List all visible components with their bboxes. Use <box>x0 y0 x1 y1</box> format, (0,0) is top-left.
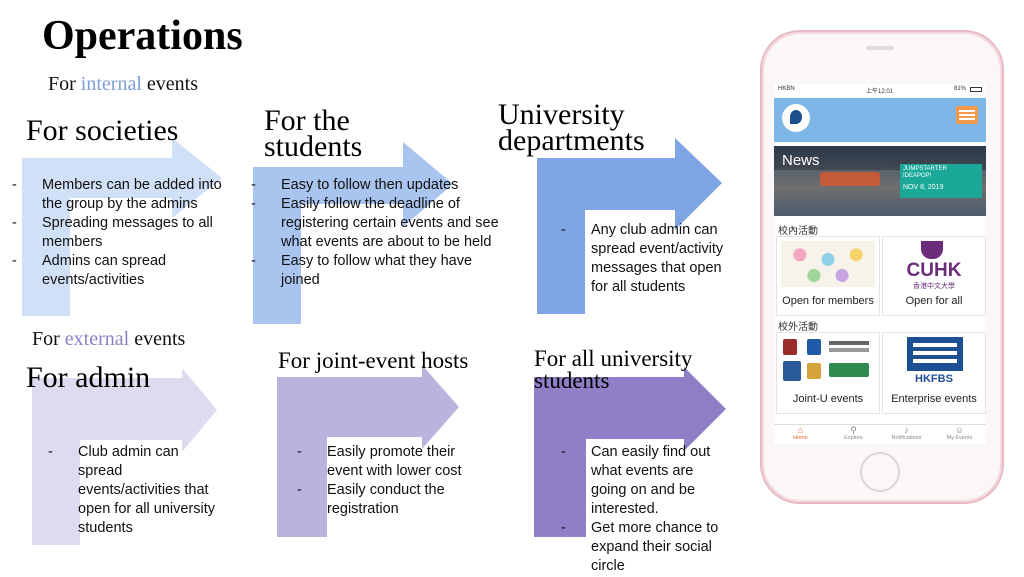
university-crest-icon <box>807 339 821 355</box>
external-suffix: events <box>129 328 186 350</box>
internal-suffix: events <box>141 73 198 95</box>
news-sign <box>820 172 880 186</box>
university-name-mark <box>829 341 869 345</box>
app-logo[interactable] <box>782 104 810 132</box>
internal-prefix: For <box>48 73 81 95</box>
internal-highlight: internal <box>80 73 142 95</box>
heading-students: For the students <box>264 104 363 163</box>
hkfbs-logo-text: HKFBS <box>915 373 953 385</box>
heading-departments: University departments <box>498 98 645 157</box>
promo-line2: IDEAPOP! <box>903 173 932 179</box>
bell-icon: ♪ <box>904 425 909 435</box>
bullets-societies: -Members can be added into the group by … <box>12 176 242 290</box>
news-label: News <box>782 152 820 169</box>
bottom-tab-bar: ⌂ Home ⚲ Explore ♪ Notifications ☺ My Ev… <box>774 424 986 444</box>
hamburger-menu-icon[interactable] <box>956 106 978 124</box>
phone-home-button[interactable] <box>860 452 900 492</box>
cuhk-chinese-text: 香港中文大學 <box>913 283 955 290</box>
logo-mark-icon <box>790 110 802 124</box>
external-events-label: For external events <box>32 328 185 351</box>
bullet-item: -Easy to follow then updates <box>251 177 459 193</box>
page-title: Operations <box>42 13 243 59</box>
heading-admin: For admin <box>26 361 151 394</box>
bullet-item: -Easy to follow what they have joined <box>251 253 473 288</box>
internal-events-label: For internal events <box>48 73 198 96</box>
tab-my-events[interactable]: ☺ My Events <box>933 425 986 442</box>
promo-line1: JUMPSTARTER <box>903 166 947 172</box>
home-icon: ⌂ <box>797 425 804 435</box>
bullet-item: -Get more chance to expand their social … <box>561 520 719 574</box>
tile-enterprise-events[interactable]: HKFBS Enterprise events <box>882 332 986 414</box>
tile-open-for-all[interactable]: CUHK 香港中文大學 Open for all <box>882 236 986 316</box>
bullet-item: -Easily promote their event with lower c… <box>297 444 462 479</box>
tab-explore-label: Explore <box>844 435 863 441</box>
bent-arrow-admin <box>32 368 217 545</box>
bent-arrow-departments <box>537 138 722 314</box>
bullet-item: -Any club admin can spread event/activit… <box>561 222 724 295</box>
external-prefix: For <box>32 328 65 350</box>
tile-open-for-members[interactable]: Open for members <box>776 236 880 316</box>
bullet-item: -Easily conduct the registration <box>297 482 445 517</box>
heading-university-students: For all university students <box>534 346 693 393</box>
bullet-item: -Members can be added into the group by … <box>12 177 222 212</box>
phone-screen: HKBN 上午12:01 81% News JUMPSTARTER IDEAPO… <box>774 84 986 444</box>
battery-label: 81% <box>954 86 967 92</box>
heading-societies: For societies <box>26 114 179 147</box>
bullets-university-students: -Can easily find out what events are goi… <box>561 443 731 576</box>
cuhk-logo-text: CUHK <box>906 260 962 281</box>
bent-arrow-joint-hosts <box>277 365 459 537</box>
external-highlight: external <box>64 328 130 350</box>
status-bar: HKBN 上午12:01 81% <box>774 84 986 96</box>
university-crest-icon <box>783 361 801 381</box>
hkfbs-logo-icon <box>907 337 963 371</box>
bent-arrow-societies <box>22 138 222 316</box>
tile-joint-caption: Joint-U events <box>792 393 864 405</box>
bent-arrow-students <box>253 142 453 324</box>
tab-home-label: Home <box>793 435 808 441</box>
members-illustration <box>781 241 875 287</box>
tile-joint-u-events[interactable]: Joint-U events <box>776 332 880 414</box>
phone-speaker <box>866 46 894 50</box>
bullet-item: -Can easily find out what events are goi… <box>561 444 711 517</box>
app-header <box>774 98 986 142</box>
bent-arrow-university-students <box>534 367 726 537</box>
university-crest-icon <box>829 363 869 377</box>
university-name-mark <box>829 348 869 352</box>
user-icon: ☺ <box>954 425 965 435</box>
tab-home[interactable]: ⌂ Home <box>774 425 827 442</box>
news-banner[interactable]: News JUMPSTARTER IDEAPOP! NOV 8, 2019 <box>774 146 986 216</box>
carrier-label: HKBN <box>778 86 795 92</box>
status-time: 上午12:01 <box>866 89 894 95</box>
search-icon: ⚲ <box>850 425 857 435</box>
tile-members-caption: Open for members <box>782 295 874 307</box>
section-external-label: 校外活動 <box>778 322 818 333</box>
promo-card: JUMPSTARTER IDEAPOP! NOV 8, 2019 <box>900 164 982 198</box>
bullets-departments: -Any club admin can spread event/activit… <box>561 221 726 297</box>
tile-all-caption: Open for all <box>905 295 963 307</box>
bullets-students: -Easy to follow then updates -Easily fol… <box>251 176 506 290</box>
section-internal-label: 校內活動 <box>778 226 818 237</box>
battery-icon <box>970 87 982 92</box>
heading-joint-hosts: For joint-event hosts <box>278 348 469 373</box>
bullet-item: -Club admin can spread events/activities… <box>48 444 216 536</box>
university-crest-icon <box>807 363 821 379</box>
bullet-item: -Easily follow the deadline of registeri… <box>251 196 499 250</box>
bullet-item: -Admins can spread events/activities <box>12 253 167 288</box>
tab-my-events-label: My Events <box>946 435 973 441</box>
tab-explore[interactable]: ⚲ Explore <box>827 425 880 442</box>
bullets-joint-hosts: -Easily promote their event with lower c… <box>297 443 467 519</box>
bullets-admin: -Club admin can spread events/activities… <box>48 443 218 538</box>
university-crest-icon <box>783 339 797 355</box>
tile-enterprise-caption: Enterprise events <box>891 393 977 405</box>
tab-notifications[interactable]: ♪ Notifications <box>880 425 933 442</box>
bullet-item: -Spreading messages to all members <box>12 215 213 250</box>
cuhk-crest-icon <box>921 241 943 259</box>
promo-date: NOV 8, 2019 <box>903 184 944 191</box>
tab-notifications-label: Notifications <box>891 435 922 441</box>
